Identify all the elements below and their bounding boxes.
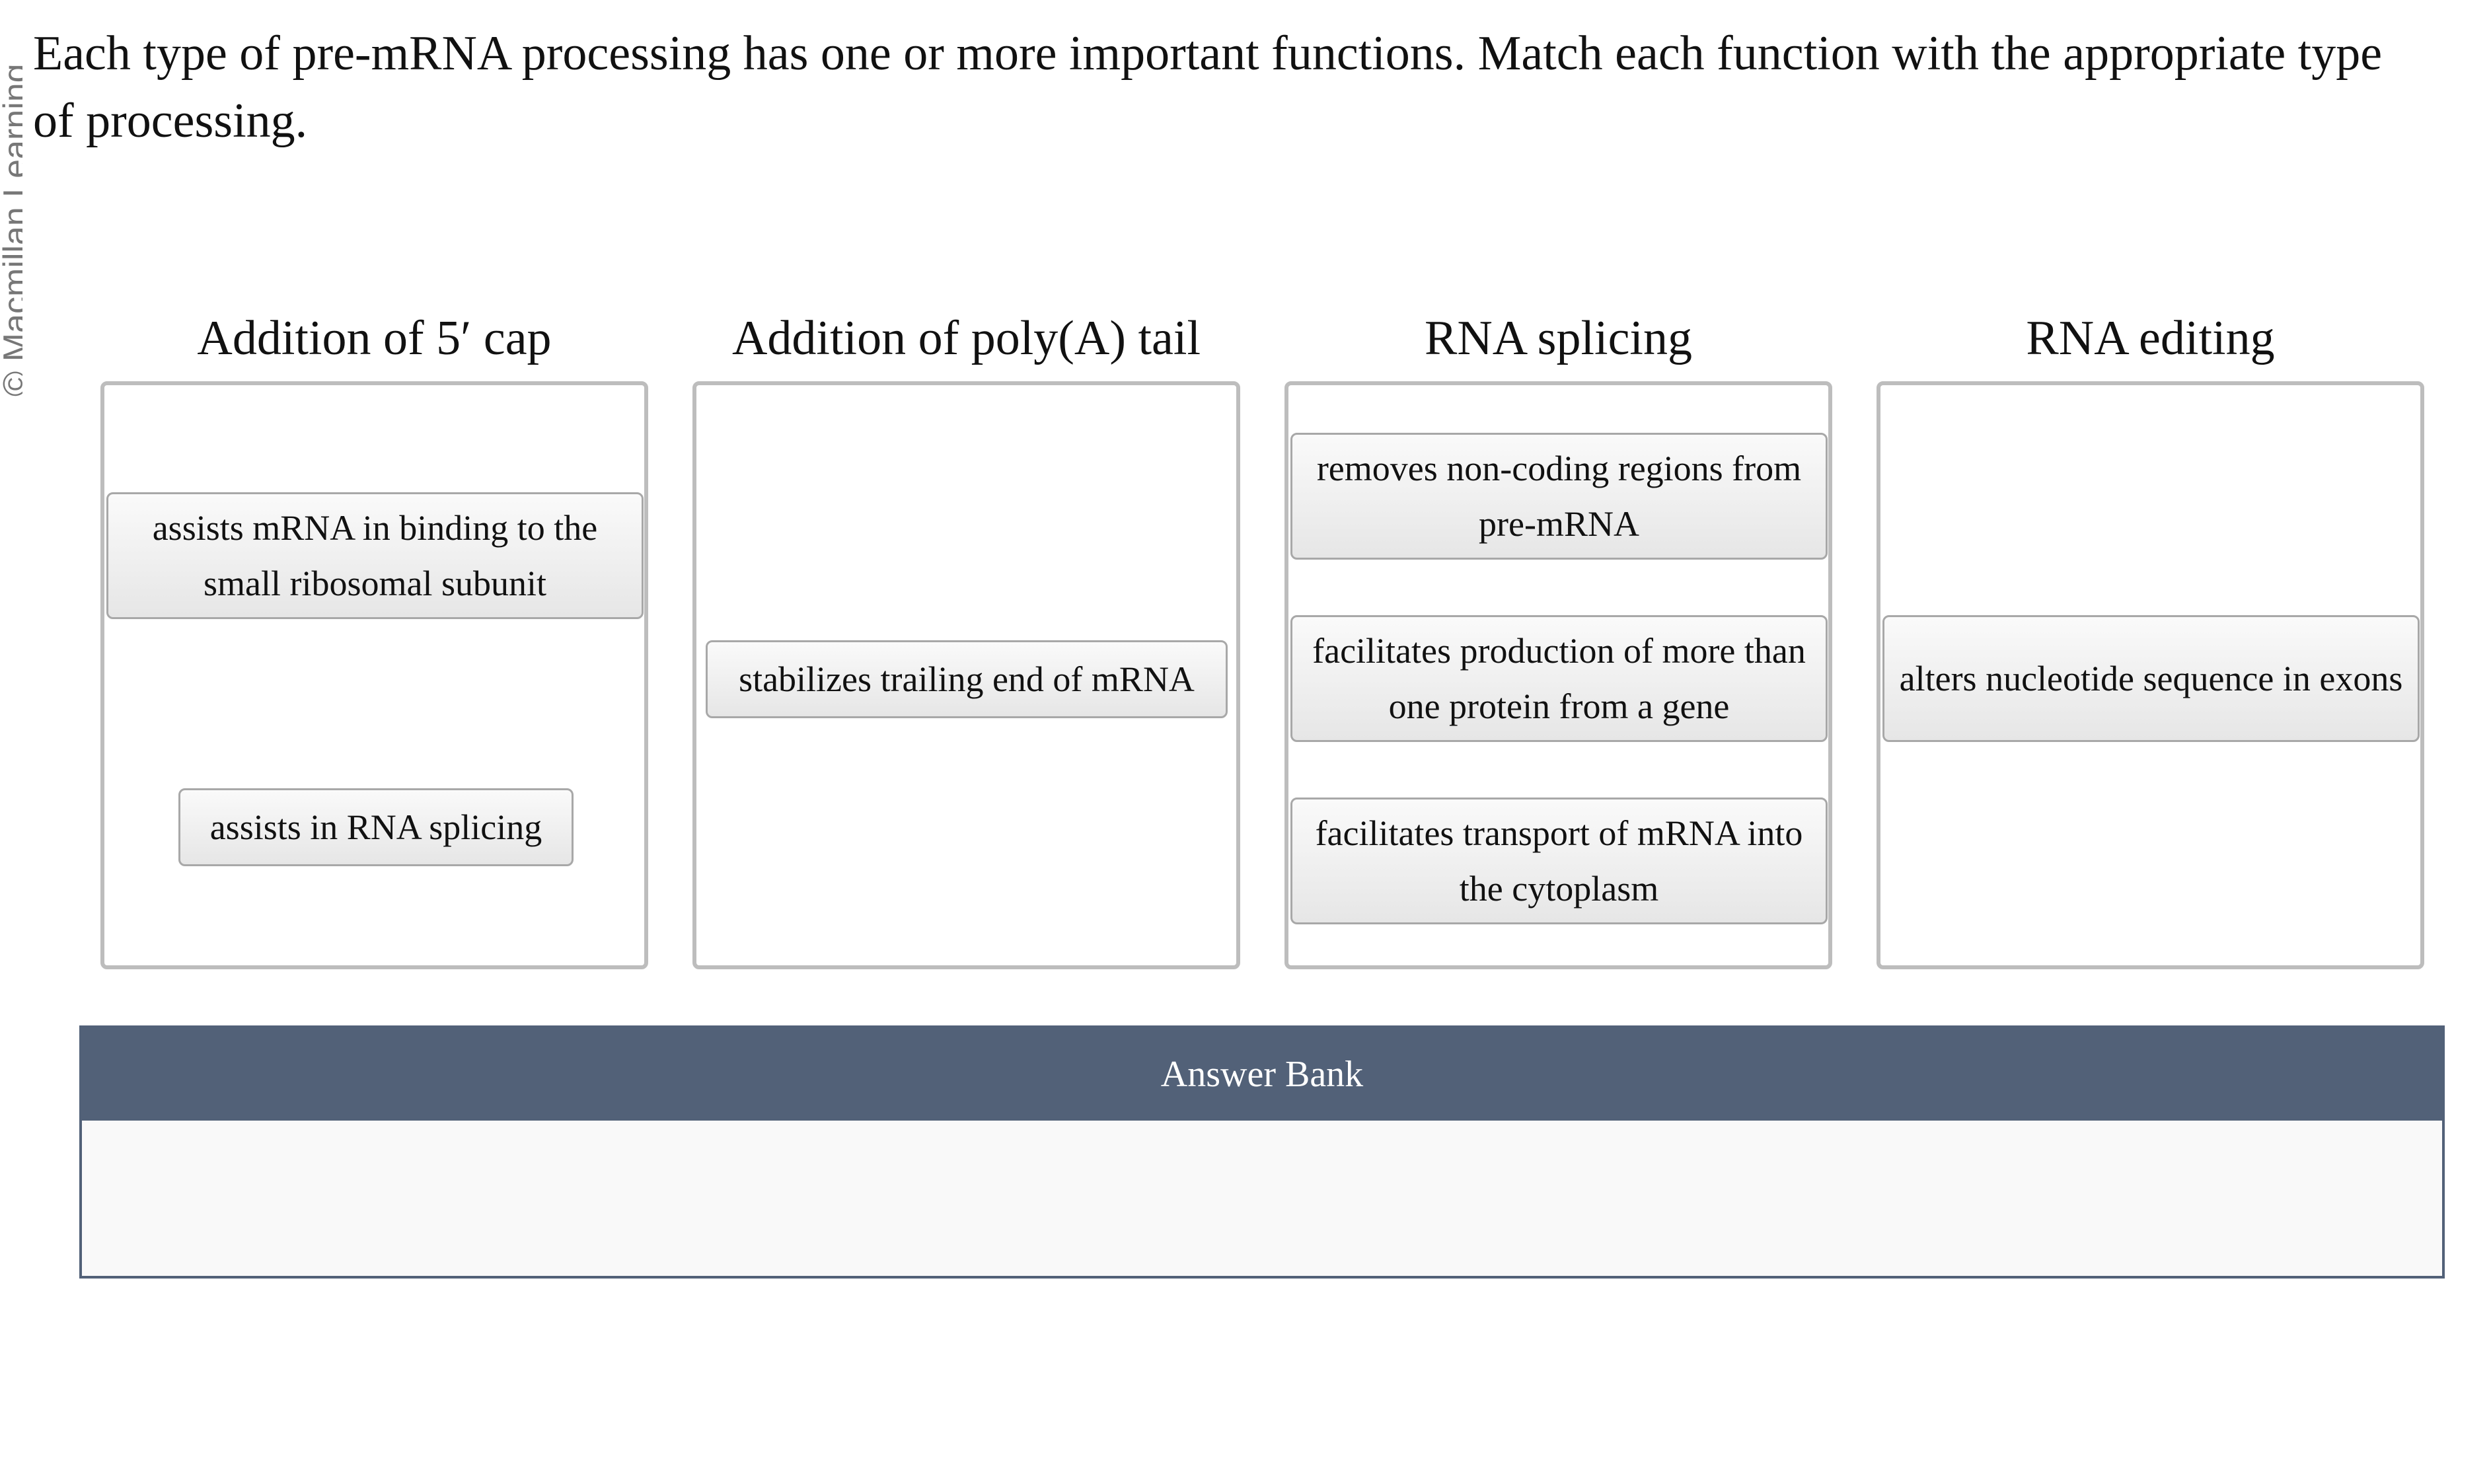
category-title: RNA splicing xyxy=(1425,311,1692,365)
category-rna-splicing: RNA splicing removes non-coding regions … xyxy=(1284,305,1832,969)
category-rna-editing: RNA editing alters nucleotide sequence i… xyxy=(1877,305,2424,969)
category-title: Addition of 5′ cap xyxy=(197,311,552,365)
answer-card[interactable]: facilitates transport of mRNA into the c… xyxy=(1290,798,1828,924)
answer-bank-title: Answer Bank xyxy=(82,1028,2442,1121)
drop-zone-rna-splicing[interactable]: removes non-coding regions from pre-mRNA… xyxy=(1284,381,1832,969)
category-title: Addition of poly(A) tail xyxy=(731,311,1201,365)
drop-zone-5-cap[interactable]: assists mRNA in binding to the small rib… xyxy=(100,381,648,969)
answer-card[interactable]: stabilizes trailing end of mRNA xyxy=(706,640,1228,718)
drop-zone-poly-a-tail[interactable]: stabilizes trailing end of mRNA xyxy=(692,381,1240,969)
category-poly-a-tail: Addition of poly(A) tail stabilizes trai… xyxy=(692,305,1240,969)
answer-card[interactable]: assists mRNA in binding to the small rib… xyxy=(106,492,644,619)
category-5-cap: Addition of 5′ cap assists mRNA in bindi… xyxy=(100,305,648,969)
copyright-watermark: © Macmillan Learning xyxy=(0,40,22,410)
answer-card[interactable]: removes non-coding regions from pre-mRNA xyxy=(1290,433,1828,560)
question-prompt: Each type of pre-mRNA processing has one… xyxy=(33,26,2383,148)
answer-card[interactable]: assists in RNA splicing xyxy=(178,788,574,866)
category-title: RNA editing xyxy=(2026,311,2275,365)
answer-card[interactable]: alters nucleotide sequence in exons xyxy=(1882,615,2420,742)
answer-card[interactable]: facilitates production of more than one … xyxy=(1290,615,1828,742)
drop-zone-rna-editing[interactable]: alters nucleotide sequence in exons xyxy=(1877,381,2424,969)
watermark-text: © Macmillan Learning xyxy=(0,63,22,396)
answer-bank[interactable]: Answer Bank xyxy=(79,1025,2445,1279)
